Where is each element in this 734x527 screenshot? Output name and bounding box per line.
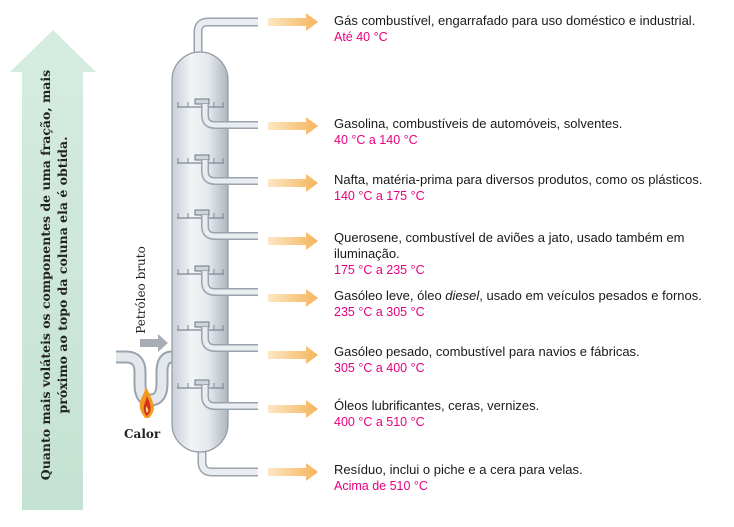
- distillation-column: [171, 51, 229, 453]
- column-trays: [177, 98, 258, 410]
- fraction-arrow-5: [268, 346, 318, 364]
- fraction-description: Resíduo, inclui o piche e a cera para ve…: [334, 462, 583, 477]
- fraction-description: Gasóleo pesado, combustível para navios …: [334, 344, 640, 359]
- fraction-temperature: 235 °C a 305 °C: [334, 305, 425, 319]
- top-outlet-pipe: [193, 17, 258, 52]
- fraction-description: Gás combustível, engarrafado para uso do…: [334, 13, 696, 28]
- fraction-arrow-3: [268, 232, 318, 250]
- fraction-label-3: Querosene, combustível de aviões a jato,…: [334, 230, 729, 278]
- fraction-arrow-1: [268, 117, 318, 135]
- tray-3: [177, 265, 258, 296]
- bottom-outlet-pipe: [197, 440, 258, 477]
- fraction-description: Óleos lubrificantes, ceras, vernizes.: [334, 398, 540, 413]
- fraction-temperature: 175 °C a 235 °C: [334, 263, 425, 277]
- fraction-description: Querosene, combustível de aviões a jato,…: [334, 230, 685, 261]
- fraction-label-1: Gasolina, combustíveis de automóveis, so…: [334, 116, 729, 148]
- flame-icon: [139, 387, 154, 418]
- fraction-label-6: Óleos lubrificantes, ceras, vernizes. 40…: [334, 398, 729, 430]
- fraction-description: Gasolina, combustíveis de automóveis, so…: [334, 116, 623, 131]
- fraction-temperature: Acima de 510 °C: [334, 479, 428, 493]
- volatility-caption-line-2: próximo ao topo da coluna ela é obtida.: [55, 136, 70, 414]
- volatility-arrow: [10, 30, 96, 510]
- fraction-temperature: 140 °C a 175 °C: [334, 189, 425, 203]
- fraction-temperature: 400 °C a 510 °C: [334, 415, 425, 429]
- tray-1: [177, 154, 258, 185]
- tray-4: [177, 321, 258, 352]
- heat-label: Calor: [124, 427, 161, 441]
- fraction-temperature: 305 °C a 400 °C: [334, 361, 425, 375]
- crude-oil-label-box: Petróleo bruto: [124, 235, 158, 345]
- fraction-label-4: Gasóleo leve, óleo diesel, usado em veíc…: [334, 288, 729, 320]
- fraction-description: Nafta, matéria-prima para diversos produ…: [334, 172, 703, 187]
- fraction-label-2: Nafta, matéria-prima para diversos produ…: [334, 172, 729, 204]
- crude-oil-label: Petróleo bruto: [134, 246, 148, 334]
- fraction-arrow-2: [268, 174, 318, 192]
- fraction-arrow-0: [268, 13, 318, 31]
- fraction-description: Gasóleo leve, óleo diesel, usado em veíc…: [334, 288, 702, 303]
- tray-5: [177, 379, 258, 410]
- volatility-caption: Quanto mais voláteis os componentes de u…: [6, 40, 102, 510]
- tray-0: [177, 98, 258, 129]
- fraction-temperature: 40 °C a 140 °C: [334, 133, 418, 147]
- volatility-caption-line-1: Quanto mais voláteis os componentes de u…: [38, 69, 53, 481]
- fraction-label-7: Resíduo, inclui o piche e a cera para ve…: [334, 462, 729, 494]
- fraction-arrow-7: [268, 463, 318, 481]
- tray-2: [177, 209, 258, 240]
- fraction-arrow-6: [268, 400, 318, 418]
- fraction-label-0: Gás combustível, engarrafado para uso do…: [334, 13, 729, 45]
- fraction-arrows: [268, 13, 318, 481]
- fraction-label-5: Gasóleo pesado, combustível para navios …: [334, 344, 729, 376]
- fraction-temperature: Até 40 °C: [334, 30, 388, 44]
- fraction-arrow-4: [268, 289, 318, 307]
- crude-input-arrow: [140, 334, 168, 352]
